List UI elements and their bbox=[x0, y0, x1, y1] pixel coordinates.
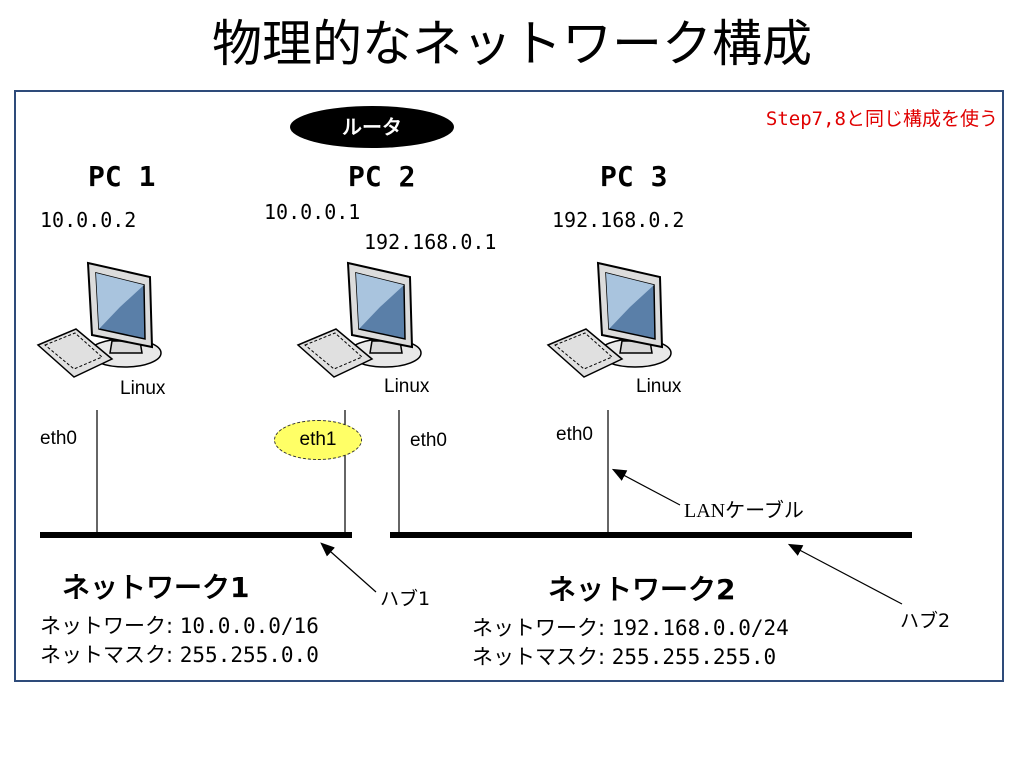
lan-cable-label: LANケーブル bbox=[684, 500, 804, 522]
pc2-ip-1: 10.0.0.1 bbox=[264, 200, 361, 224]
pc3-name: PC 3 bbox=[600, 160, 668, 193]
pc2-os: Linux bbox=[384, 376, 430, 397]
network1-title: ネットワーク1 bbox=[62, 571, 250, 604]
pc3-os: Linux bbox=[636, 376, 682, 397]
hub2-label: ハブ2 bbox=[900, 610, 951, 632]
pc2-ip-2: 192.168.0.1 bbox=[364, 230, 497, 254]
pc1-eth0: eth0 bbox=[40, 428, 77, 449]
pc3-eth0: eth0 bbox=[556, 424, 593, 445]
network1-mask-label: ネットマスク: bbox=[40, 643, 174, 667]
network2-mask-label: ネットマスク: bbox=[472, 645, 606, 669]
arrow-icon bbox=[320, 542, 377, 593]
pc3-ip: 192.168.0.2 bbox=[552, 208, 685, 232]
network2-address: 192.168.0.0/24 bbox=[611, 616, 789, 640]
page-title: 物理的なネットワーク構成 bbox=[212, 15, 812, 73]
network1-info: ネットワーク: 10.0.0.0/16 ネットマスク: 255.255.0.0 bbox=[40, 612, 319, 670]
computer-icon bbox=[296, 261, 422, 378]
network2-mask: 255.255.255.0 bbox=[611, 645, 777, 669]
computer-icon bbox=[36, 261, 162, 378]
network2-info: ネットワーク: 192.168.0.0/24 ネットマスク: 255.255.2… bbox=[472, 614, 789, 672]
pc2-name: PC 2 bbox=[348, 160, 416, 193]
network2-title: ネットワーク2 bbox=[548, 573, 736, 606]
arrow-icon bbox=[611, 468, 681, 506]
network1-mask: 255.255.0.0 bbox=[179, 643, 319, 667]
network1-address: 10.0.0.0/16 bbox=[179, 614, 319, 638]
arrow-icon bbox=[787, 543, 903, 605]
pc1-ip: 10.0.0.2 bbox=[40, 208, 137, 232]
network1-address-label: ネットワーク: bbox=[40, 614, 174, 638]
pc2-eth1: eth1 bbox=[274, 420, 362, 460]
pc1-os: Linux bbox=[120, 378, 166, 399]
network2-address-label: ネットワーク: bbox=[472, 616, 606, 640]
hub1-label: ハブ1 bbox=[380, 588, 431, 610]
computer-icon bbox=[546, 261, 672, 378]
pc2-eth0: eth0 bbox=[410, 430, 447, 451]
pc1-name: PC 1 bbox=[88, 160, 156, 193]
router-badge: ルータ bbox=[290, 106, 454, 148]
step-note: Step7,8と同じ構成を使う bbox=[765, 108, 998, 130]
diagram-frame bbox=[14, 90, 1004, 682]
